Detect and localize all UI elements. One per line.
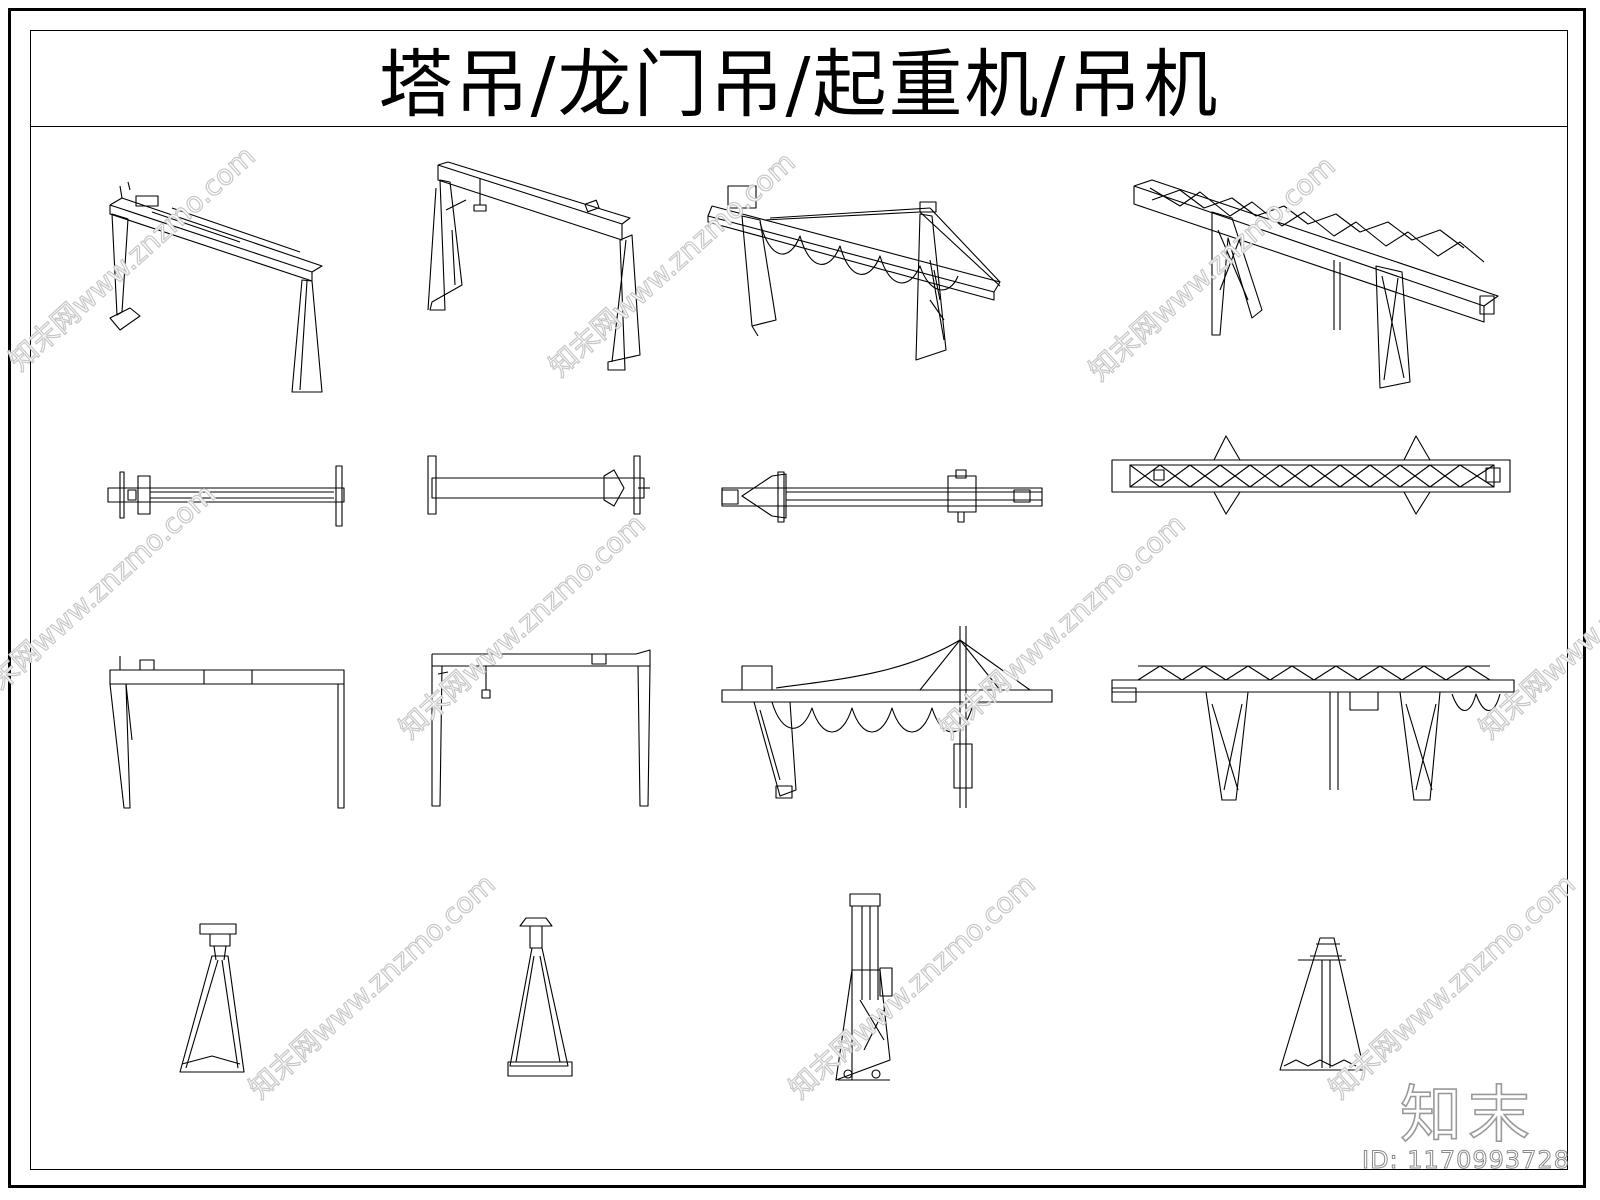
- sheet-title: 塔吊/龙门吊/起重机/吊机: [378, 41, 1220, 128]
- truss-gantry-crane-side: [1280, 938, 1364, 1070]
- watermark-text: 知末网www.znzmo.com: [3, 139, 262, 377]
- shipyard-crane-side: [836, 894, 892, 1080]
- truss-gantry-crane-plan: [1112, 436, 1510, 514]
- gantry-crane-isometric-2: [428, 162, 640, 370]
- asset-id-label: ID: 1170993728: [1362, 1146, 1570, 1175]
- gantry-crane-elevation-2: [432, 650, 650, 806]
- drawing-border-inner: [30, 30, 1568, 1170]
- gantry-crane-side-1: [180, 924, 244, 1072]
- gantry-crane-elevation-1: [110, 656, 344, 808]
- gantry-crane-isometric-1: [110, 182, 322, 392]
- watermark-text: 知末网www.znzmo.com: [543, 145, 802, 383]
- shipyard-crane-elevation: [722, 626, 1052, 808]
- gantry-crane-plan-2: [428, 456, 650, 514]
- watermark-text: 知末网www.znzmo.com: [783, 867, 1042, 1105]
- watermark-text: 知末网www.znzmo.com: [1473, 507, 1600, 745]
- shipyard-crane-plan: [722, 470, 1042, 522]
- watermark-text: 知末网www.znzmo.com: [243, 867, 502, 1105]
- watermark-text: 知末网www.znzmo.com: [1083, 149, 1342, 387]
- gantry-crane-plan-1: [108, 466, 344, 526]
- watermark-text: 知末网www.znzmo.com: [933, 507, 1192, 745]
- shipyard-crane-isometric: [708, 186, 1000, 360]
- gantry-crane-side-2: [508, 918, 572, 1076]
- watermark-text: 知末网www.znzmo.com: [393, 507, 652, 745]
- watermark-text: 知末网www.znzmo.com: [0, 477, 222, 715]
- truss-gantry-crane-isometric: [1134, 180, 1498, 388]
- truss-gantry-crane-elevation: [1112, 666, 1514, 800]
- brand-logo: 知末: [1399, 1077, 1537, 1152]
- title-divider: [30, 126, 1568, 127]
- drawing-border-outer: [8, 8, 1586, 1188]
- watermark-layer: 知末网www.znzmo.com 知末网www.znzmo.com 知末网www…: [0, 139, 1600, 1106]
